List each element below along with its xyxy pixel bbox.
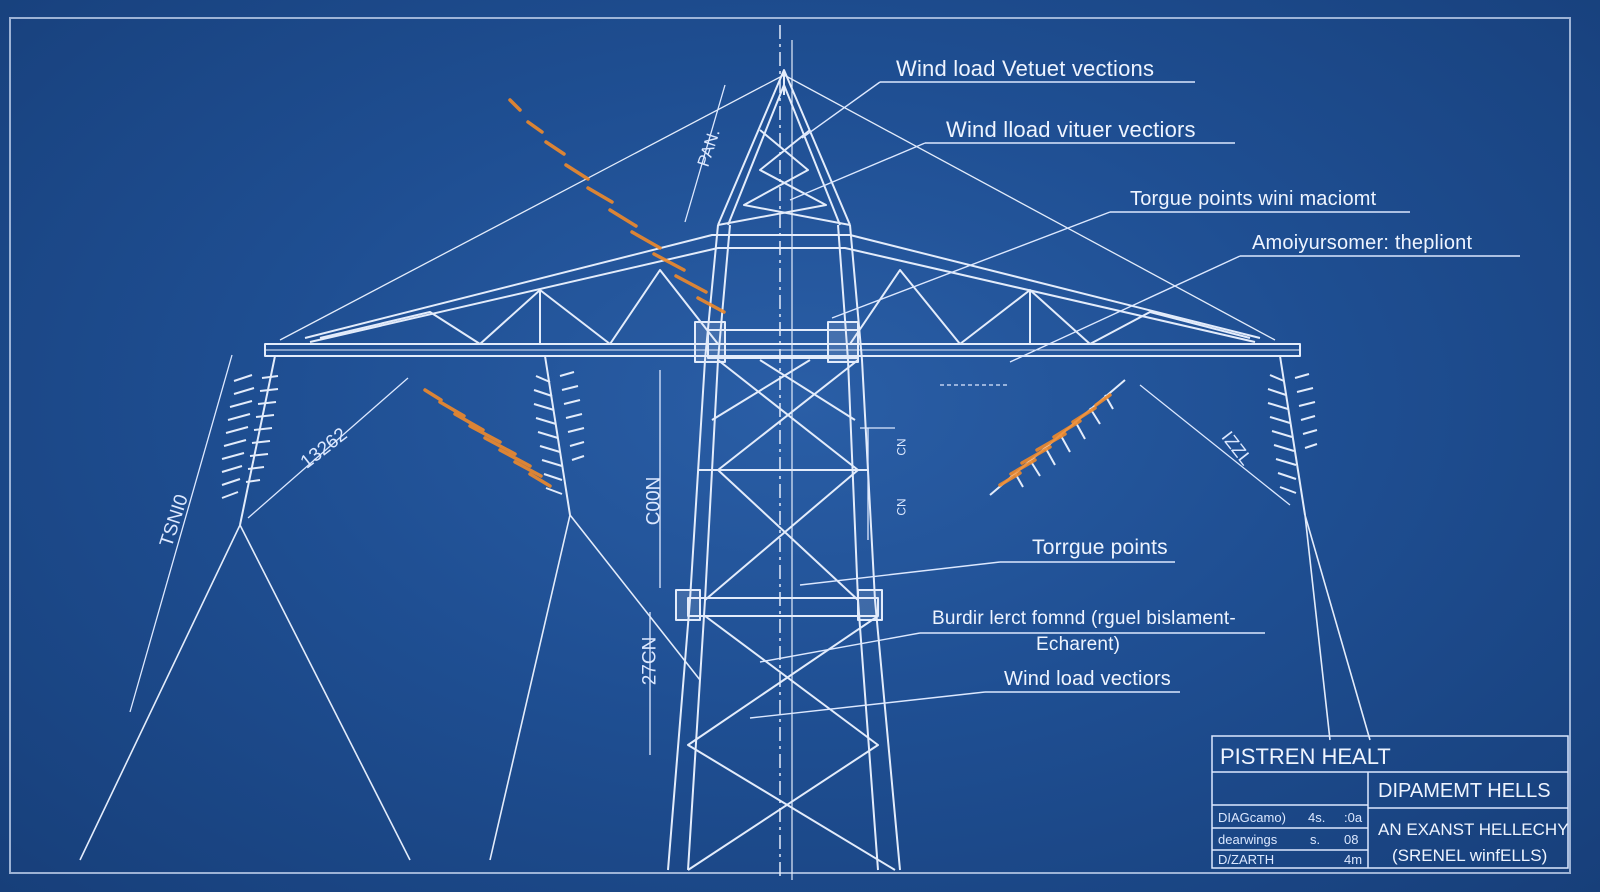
insulator-strings bbox=[221, 355, 1318, 526]
annotation-torque-moment: Torgue points wini maciomt bbox=[1130, 188, 1377, 210]
title-block-note-line1: AN EXANST HELLECHY bbox=[1378, 820, 1569, 839]
title-block-row3-label: D/ZARTH bbox=[1218, 852, 1275, 867]
title-block-frame bbox=[1211, 735, 1569, 869]
annotation-wind-load-2: Wind lload vituer vectiors bbox=[946, 117, 1196, 142]
transmission-tower bbox=[264, 25, 1301, 880]
title-block-row1-mid: 4s. bbox=[1308, 810, 1326, 825]
title-block-row1-value: :0a bbox=[1344, 810, 1363, 825]
title-block-title: PISTREN HEALT bbox=[1220, 744, 1391, 769]
annotation-buckling-line-1: Burdir lerct fomnd (rguel bislament- bbox=[932, 608, 1236, 629]
title-block-note-line2: (SRENEL winfELLS) bbox=[1392, 846, 1548, 865]
annotation-buckling-line-2: Echarent) bbox=[1036, 634, 1121, 655]
annotation-attachment-point: Amoiyursomer: thepliont bbox=[1252, 232, 1473, 254]
annotation-wind-load-3: Wind load vectiors bbox=[1004, 668, 1171, 690]
title-block-row2-label: dearwings bbox=[1218, 832, 1278, 847]
title-block-row2-mid: s. bbox=[1310, 832, 1321, 847]
annotation-torque-points: Torrgue points bbox=[1032, 536, 1168, 559]
dimension-label-body-upper: C00N bbox=[643, 476, 665, 526]
dimension-label-small-2: CN bbox=[894, 498, 909, 516]
title-block-row1-label: DIAGcamo) bbox=[1218, 810, 1286, 825]
leader-lines bbox=[749, 81, 1520, 719]
dimension-lines bbox=[129, 84, 1291, 755]
dimension-label-body-lower: 27CN bbox=[639, 636, 661, 686]
title-block-row3-value: 4m bbox=[1344, 852, 1363, 867]
title-block-row2-value: 08 bbox=[1344, 832, 1359, 847]
wind-load-vectors bbox=[423, 98, 1112, 488]
conductor-cables bbox=[79, 514, 1371, 861]
drawing-frame bbox=[9, 17, 1571, 874]
annotation-wind-load-1: Wind load Vetuet vections bbox=[896, 56, 1155, 81]
dimension-label-small-1: CN bbox=[894, 438, 909, 456]
title-block-department: DIPAMEMT HELLS bbox=[1378, 780, 1551, 802]
